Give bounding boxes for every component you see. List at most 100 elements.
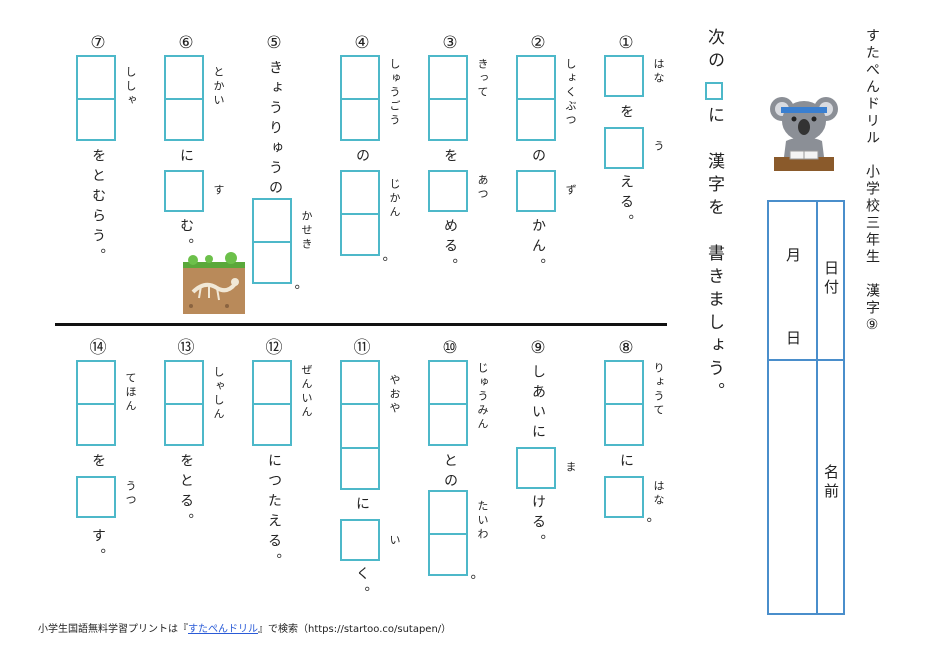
answer-box[interactable] xyxy=(252,360,292,446)
koala-studying-icon xyxy=(770,97,838,171)
question-number: ⑤ xyxy=(266,33,282,53)
question-text: 。 xyxy=(284,284,300,304)
question-text: を xyxy=(442,148,458,168)
ruby-text: きって xyxy=(476,58,489,100)
answer-box[interactable] xyxy=(516,55,556,141)
ruby-text: はな xyxy=(652,480,665,508)
question-text: に xyxy=(354,496,370,516)
question-text: める。 xyxy=(442,218,458,278)
question-number: ④ xyxy=(354,33,370,53)
footer-prefix: 小学生国語無料学習プリントは『 xyxy=(38,624,188,635)
ruby-text: てほん xyxy=(124,372,137,414)
answer-box[interactable] xyxy=(76,55,116,141)
fossil-in-soil-icon xyxy=(183,252,245,314)
question-text: しあいに xyxy=(530,364,546,444)
answer-box[interactable] xyxy=(604,55,644,97)
question-text: む。 xyxy=(178,218,194,258)
answer-box[interactable] xyxy=(164,360,204,446)
name-field[interactable] xyxy=(771,362,813,612)
question-text: 。 xyxy=(636,517,652,537)
day-label: 日 xyxy=(784,330,802,349)
answer-box[interactable] xyxy=(428,490,468,576)
ruby-text: かせき xyxy=(300,210,313,252)
footer-text: 小学生国語無料学習プリントは『すたぺんドリル』で検索（https://start… xyxy=(38,620,451,635)
question-text: に xyxy=(178,148,194,168)
ruby-text: う xyxy=(652,140,665,154)
question-number: ③ xyxy=(442,33,458,53)
question-number: ⑦ xyxy=(90,33,106,53)
question-text: を xyxy=(618,104,634,124)
ruby-text: たいわ xyxy=(476,500,489,542)
name-label: 名前 xyxy=(822,464,840,502)
answer-box[interactable] xyxy=(428,170,468,212)
ruby-text: はな xyxy=(652,58,665,86)
date-name-frame: 月 日 日付 名前 xyxy=(767,200,845,615)
answer-box[interactable] xyxy=(516,447,556,489)
example-box xyxy=(705,82,723,100)
answer-box[interactable] xyxy=(164,55,204,141)
ruby-text: りょうて xyxy=(652,362,665,418)
ruby-text: じゅうみん xyxy=(476,362,489,432)
answer-box[interactable] xyxy=(428,55,468,141)
answer-box[interactable] xyxy=(428,360,468,446)
footer-suffix: 』で検索（https://startoo.co/sutapen/） xyxy=(258,624,452,635)
question-number: ① xyxy=(618,33,634,53)
answer-box[interactable] xyxy=(340,360,380,490)
question-text: を xyxy=(90,453,106,473)
footer-link[interactable]: すたぺんドリル xyxy=(188,624,258,635)
question-text: す。 xyxy=(90,528,106,568)
question-number: ⑭ xyxy=(89,338,107,358)
ruby-text: しゅうごう xyxy=(388,58,401,128)
answer-box[interactable] xyxy=(340,55,380,141)
ruby-text: す xyxy=(212,184,225,198)
ruby-text: ぜんいん xyxy=(300,364,313,420)
answer-box[interactable] xyxy=(516,170,556,212)
answer-box[interactable] xyxy=(164,170,204,212)
ruby-text: ま xyxy=(564,461,577,475)
answer-box[interactable] xyxy=(340,519,380,561)
question-number: ⑬ xyxy=(177,338,195,358)
question-text: 。 xyxy=(460,574,476,594)
question-text: に xyxy=(618,453,634,473)
ruby-text: うつ xyxy=(124,480,137,508)
question-text: 。 xyxy=(372,256,388,276)
question-text: きょうりゅうの xyxy=(267,60,283,200)
ruby-text: じかん xyxy=(388,178,401,220)
month-label: 月 xyxy=(784,247,802,266)
question-text: との xyxy=(442,453,458,493)
answer-box[interactable] xyxy=(604,360,644,446)
question-text: の xyxy=(354,148,370,168)
question-text: をとる。 xyxy=(178,453,194,533)
question-text: ける。 xyxy=(530,494,546,554)
answer-box[interactable] xyxy=(604,476,644,518)
ruby-text: やおや xyxy=(388,374,401,416)
date-label: 日付 xyxy=(822,260,840,298)
question-number: ② xyxy=(530,33,546,53)
ruby-text: あつ xyxy=(476,174,489,202)
answer-box[interactable] xyxy=(76,360,116,446)
answer-box[interactable] xyxy=(604,127,644,169)
worksheet-title: すたぺんドリル 小学校三年生 漢字⑨ xyxy=(864,28,880,336)
question-text: につたえる。 xyxy=(266,453,282,573)
instruction-text-2: に 漢字を 書きましょう。 xyxy=(704,106,724,405)
question-number: ⑩ xyxy=(442,338,458,358)
question-text: をとむらう。 xyxy=(90,148,106,268)
question-text: く。 xyxy=(354,566,370,606)
question-text: かん。 xyxy=(530,218,546,278)
answer-box[interactable] xyxy=(340,170,380,256)
ruby-text: ず xyxy=(564,184,577,198)
section-divider xyxy=(55,323,667,326)
ruby-text: い xyxy=(388,534,401,548)
ruby-text: しょくぶつ xyxy=(564,58,577,128)
answer-box[interactable] xyxy=(252,198,292,284)
ruby-text: しゃしん xyxy=(212,366,225,422)
question-number: ⑪ xyxy=(353,338,371,358)
answer-box[interactable] xyxy=(76,476,116,518)
ruby-text: とかい xyxy=(212,66,225,108)
question-number: ⑥ xyxy=(178,33,194,53)
question-number: ⑨ xyxy=(530,338,546,358)
question-number: ⑫ xyxy=(265,338,283,358)
question-text: の xyxy=(530,148,546,168)
question-text: える。 xyxy=(618,174,634,234)
ruby-text: ししゃ xyxy=(124,66,137,108)
